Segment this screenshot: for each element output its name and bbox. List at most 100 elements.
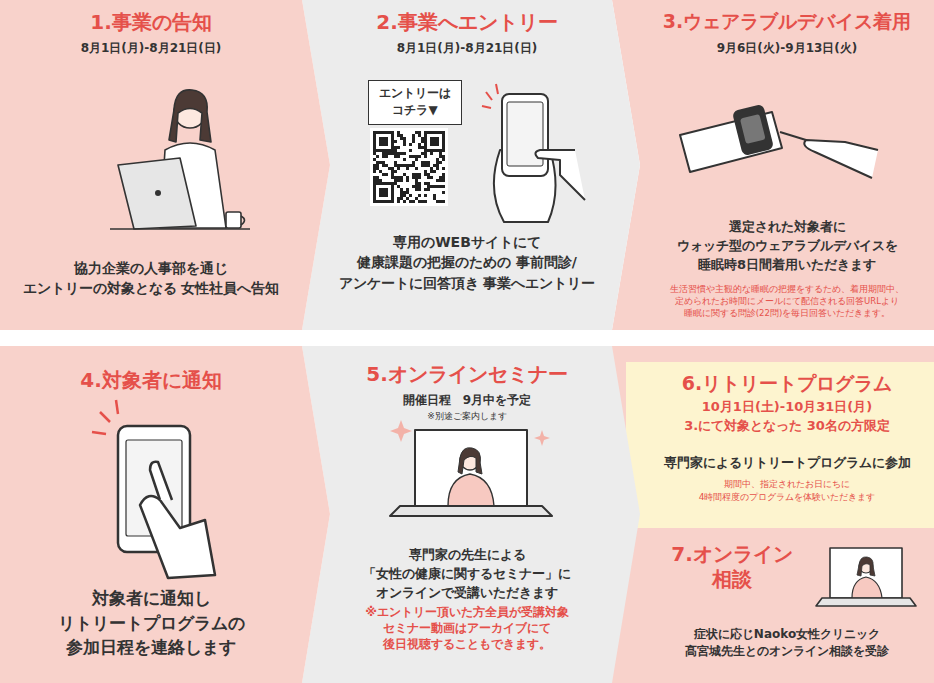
hand-phone-illustration — [482, 84, 585, 222]
qr-module — [421, 161, 424, 164]
qr-module — [442, 155, 445, 158]
step-panel: 3.ウェアラブルデバイス着用9月6日(火)-9月13日(火)選定された対象者に … — [640, 0, 934, 330]
step-body: 症状に応じNaoko女性クリニック 髙宮城先生とのオンライン相談を受診 — [646, 626, 928, 661]
qr-module — [394, 164, 397, 167]
schedule-note: ※別途ご案内します — [328, 410, 606, 423]
qr-module — [430, 137, 439, 146]
qr-module — [400, 179, 403, 182]
qr-module — [376, 155, 379, 158]
qr-module — [421, 164, 424, 167]
qr-module — [412, 173, 415, 176]
qr-module — [412, 137, 415, 140]
qr-module — [427, 134, 442, 149]
qr-module — [421, 152, 424, 155]
qr-module — [400, 188, 403, 191]
qr-module — [403, 143, 406, 146]
qr-module — [394, 170, 397, 173]
qr-module — [376, 176, 379, 179]
qr-module — [424, 200, 427, 203]
date-range: 9月6日(火)-9月13日(火) — [646, 40, 928, 57]
qr-module — [394, 152, 397, 155]
qr-module — [394, 182, 397, 185]
qr-module — [397, 164, 400, 167]
qr-module — [433, 170, 436, 173]
qr-module — [418, 194, 421, 197]
qr-module — [442, 167, 445, 170]
qr-module — [400, 164, 403, 167]
qr-module — [373, 176, 376, 179]
qr-module — [409, 149, 412, 152]
qr-module — [424, 182, 427, 185]
qr-module — [442, 158, 445, 161]
qr-module — [409, 194, 412, 197]
qr-module — [412, 185, 415, 188]
qr-module — [412, 140, 415, 143]
qr-module — [406, 167, 409, 170]
qr-module — [379, 161, 382, 164]
seminar-laptop-illustration — [390, 420, 552, 516]
woman-laptop-illustration — [110, 90, 250, 229]
qr-module — [385, 164, 388, 167]
qr-module — [421, 137, 424, 140]
qr-module — [385, 152, 388, 155]
qr-module — [427, 161, 430, 164]
qr-module — [436, 164, 439, 167]
qr-module — [397, 197, 400, 200]
qr-module — [415, 179, 418, 182]
step-body: 専門家によるリトリートプログラムに参加 — [646, 454, 928, 473]
qr-module — [436, 161, 439, 164]
qr-module — [400, 194, 403, 197]
panel-shape — [626, 362, 934, 528]
qr-module — [403, 164, 406, 167]
entry-label: エントリーは コチラ▼ — [375, 85, 455, 120]
qr-module — [424, 161, 427, 164]
panel-shape — [302, 346, 640, 683]
qr-module — [397, 200, 400, 203]
qr-module — [376, 134, 391, 149]
qr-module — [424, 155, 427, 158]
qr-module — [376, 167, 379, 170]
qr-module — [418, 176, 421, 179]
qr-module — [376, 164, 379, 167]
qr-module — [373, 152, 376, 155]
step-title: 2.事業へエントリー — [328, 8, 606, 37]
qr-module — [427, 164, 430, 167]
step-body: 専門家の先生による 「女性の健康に関するセミナー」に オンラインで受講いただきま… — [328, 546, 606, 603]
qr-module — [418, 131, 421, 134]
panel-shape — [612, 346, 934, 683]
watch-illustration — [680, 105, 878, 178]
step-body: 協力企業の人事部を通じ エントリーの対象となる 女性社員へ告知 — [6, 258, 296, 299]
qr-module — [400, 137, 403, 140]
qr-module — [394, 161, 397, 164]
qr-module — [394, 149, 397, 152]
qr-module — [427, 188, 430, 191]
qr-module — [397, 131, 400, 134]
qr-module — [376, 161, 379, 164]
qr-code — [370, 128, 448, 206]
qr-module — [394, 146, 397, 149]
qr-module — [430, 152, 433, 155]
qr-module — [406, 176, 409, 179]
qr-module — [430, 170, 433, 173]
qr-module — [427, 173, 430, 176]
qr-module — [394, 140, 397, 143]
schedule: 開催日程 9月中を予定 — [328, 392, 606, 409]
qr-module — [424, 164, 427, 167]
qr-module — [430, 167, 433, 170]
qr-module — [406, 191, 409, 194]
qr-module — [415, 176, 418, 179]
entry-box: エントリーは コチラ▼ — [368, 80, 462, 125]
step-panel: 4.対象者に通知対象者に通知し リトリートプログラムの 参加日程を連絡します — [0, 346, 302, 683]
qr-module — [406, 179, 409, 182]
qr-module — [382, 161, 385, 164]
qr-module — [436, 200, 439, 203]
qr-module — [400, 152, 403, 155]
qr-module — [373, 158, 376, 161]
qr-module — [391, 152, 394, 155]
qr-module — [397, 179, 400, 182]
qr-module — [442, 173, 445, 176]
qr-module — [424, 173, 427, 176]
qr-module — [418, 134, 421, 137]
qr-module — [391, 167, 394, 170]
qr-module — [439, 152, 442, 155]
